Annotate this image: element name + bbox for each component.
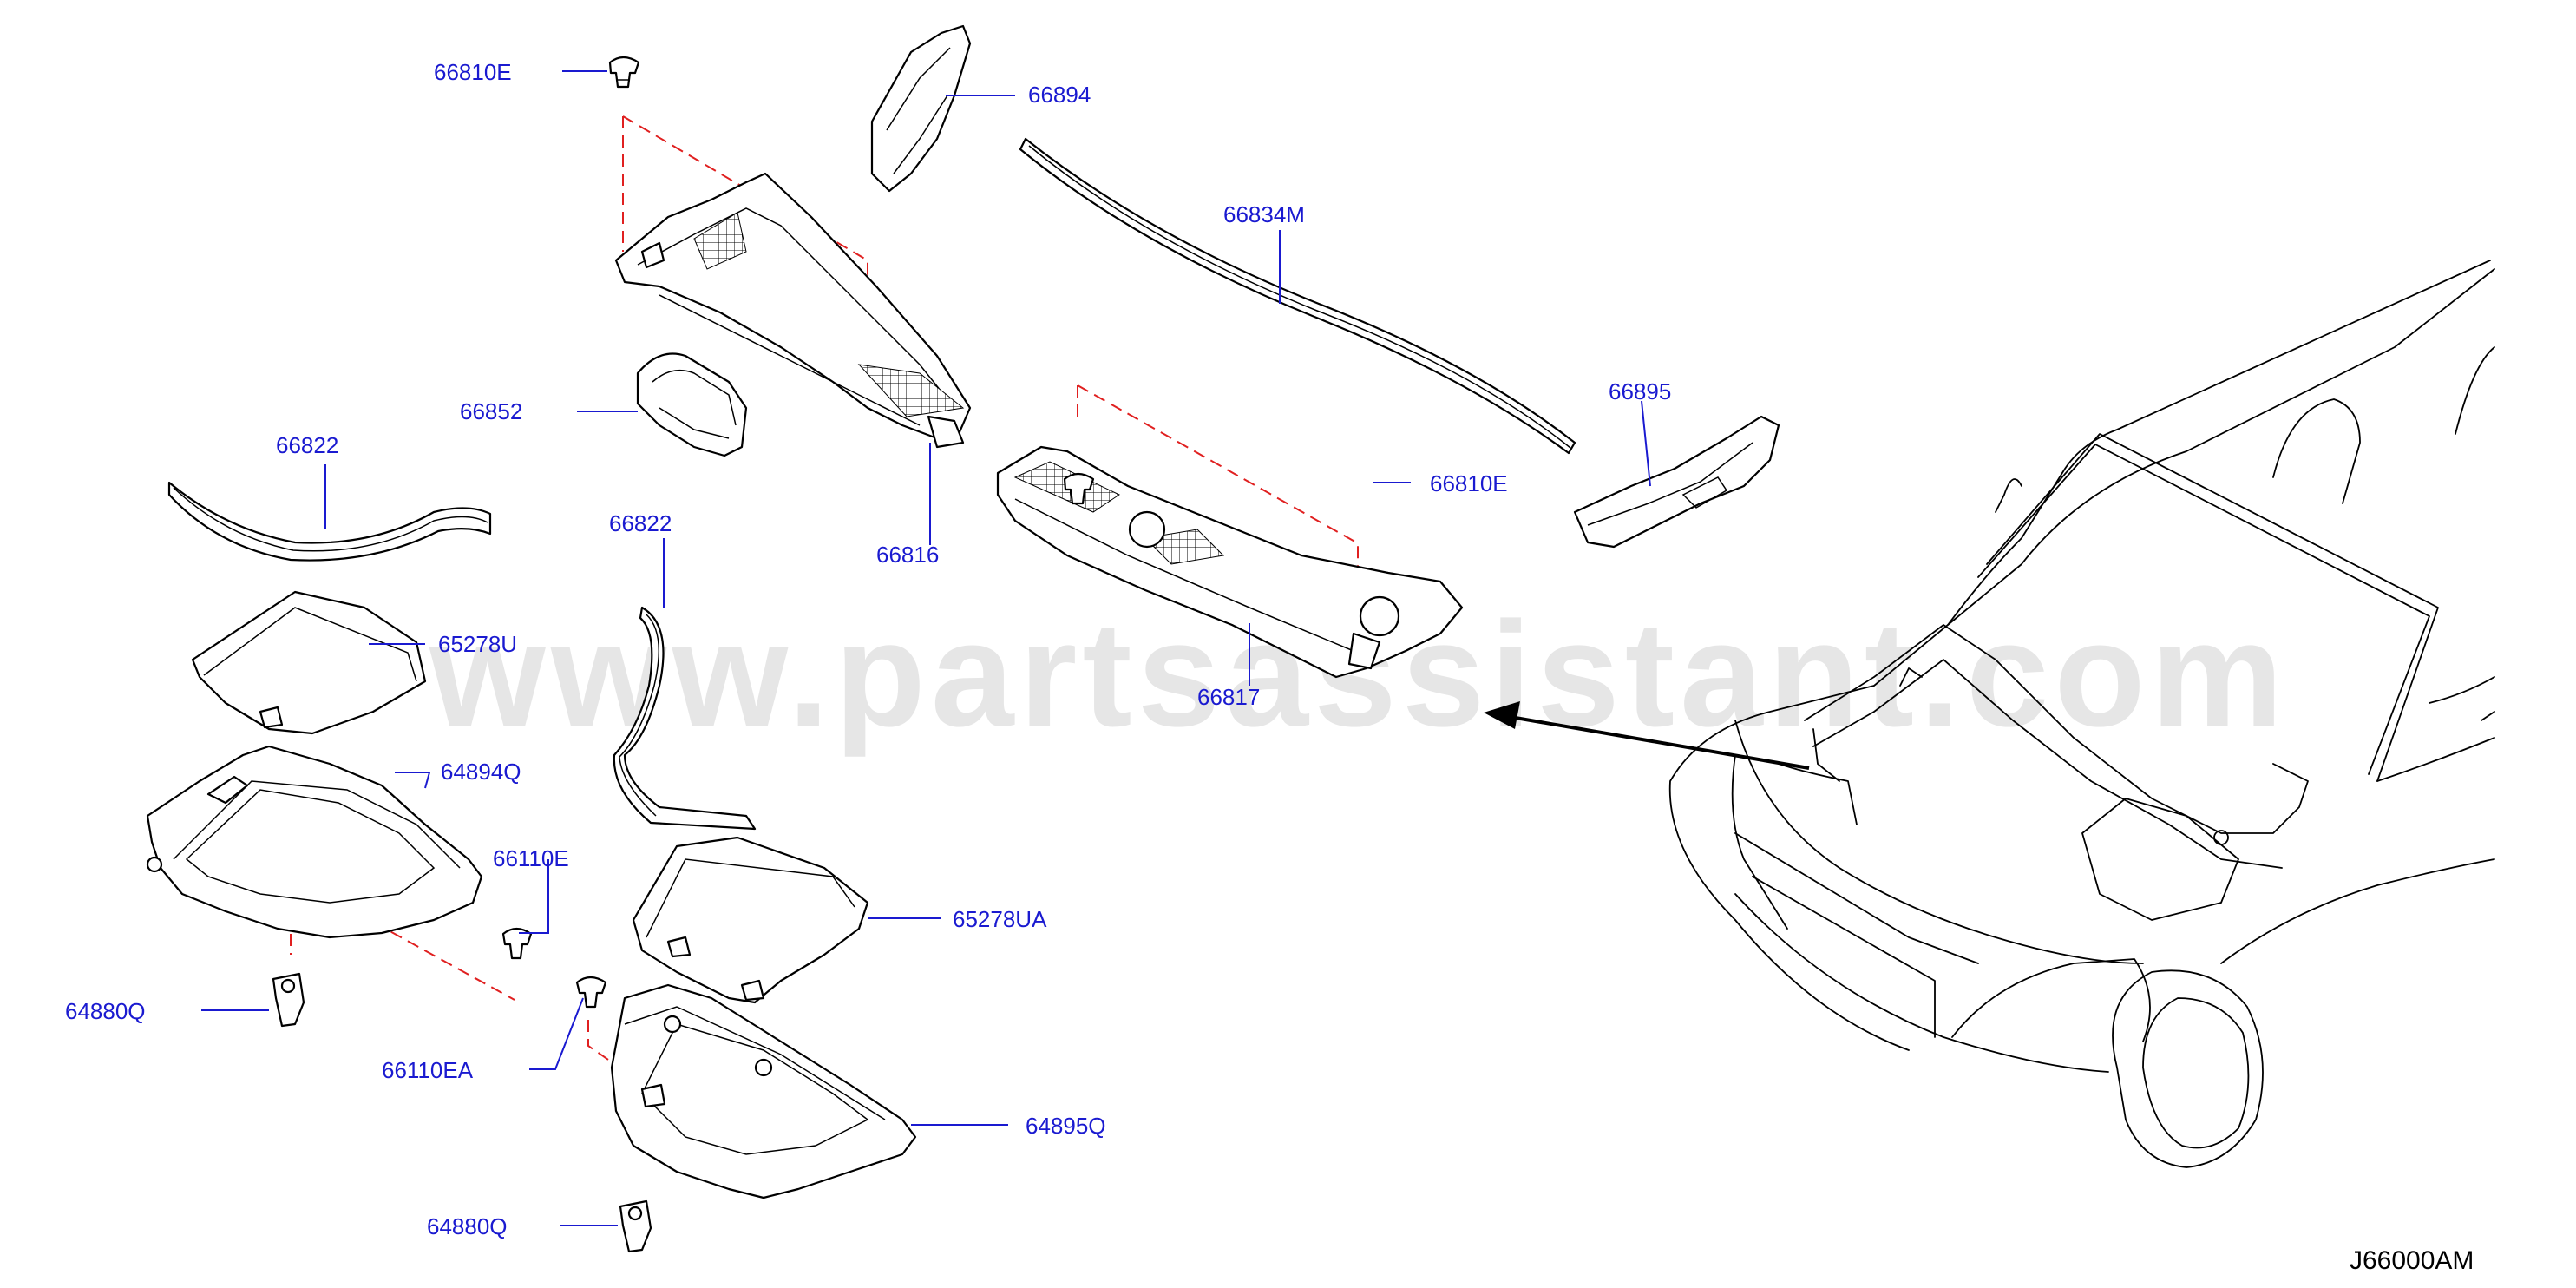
label-66852: 66852: [460, 398, 522, 424]
part-66816-cowl-grille-left: [614, 172, 972, 449]
label-65278u: 65278U: [438, 631, 517, 657]
part-labels: 66810E 66894 66834M 66852 66822 66816 66…: [65, 59, 1671, 1239]
part-64894q-box: [146, 745, 483, 939]
label-66110e: 66110E: [493, 845, 569, 871]
part-66895-cowl-end: [1573, 415, 1780, 549]
label-66810e-top: 66810E: [434, 59, 512, 85]
part-64895q-box: [610, 983, 917, 1199]
label-66816: 66816: [876, 542, 939, 568]
label-64880q-lower: 64880Q: [427, 1213, 508, 1239]
part-66822-seal-left: [167, 481, 492, 562]
label-66834m: 66834M: [1223, 201, 1305, 227]
part-65278ua-cover: [632, 836, 869, 1004]
label-65278ua: 65278UA: [953, 906, 1047, 932]
label-66810e-right: 66810E: [1430, 470, 1508, 496]
label-66822-left: 66822: [276, 432, 338, 458]
part-64880q-bracket-upper: [272, 972, 305, 1028]
part-66834m-seal-strip: [1019, 137, 1576, 455]
pointer-arrow: [1484, 701, 1810, 770]
leader-lines: [201, 70, 1651, 1226]
diagram-code: J66000AM: [2350, 1246, 2474, 1275]
part-66894-cowl-end: [870, 24, 972, 193]
label-66894: 66894: [1028, 82, 1091, 108]
label-66110ea: 66110EA: [382, 1057, 474, 1083]
part-65278u-cover: [191, 590, 427, 735]
part-66822-seal-middle: [613, 606, 757, 831]
car-outline: [1668, 260, 2495, 1168]
part-66110ea-clip: [575, 976, 607, 1009]
part-64880q-bracket-lower: [619, 1199, 652, 1253]
label-64895q: 64895Q: [1026, 1113, 1106, 1139]
label-66895: 66895: [1609, 378, 1671, 404]
label-66822-middle: 66822: [609, 510, 672, 536]
label-66817: 66817: [1197, 684, 1260, 710]
part-66810e-clip-right: [1063, 472, 1095, 505]
part-66852-duct: [636, 352, 748, 457]
part-66810e-clip-top: [608, 56, 640, 89]
label-64880q-upper: 64880Q: [65, 998, 146, 1024]
label-64894q: 64894Q: [441, 759, 521, 785]
